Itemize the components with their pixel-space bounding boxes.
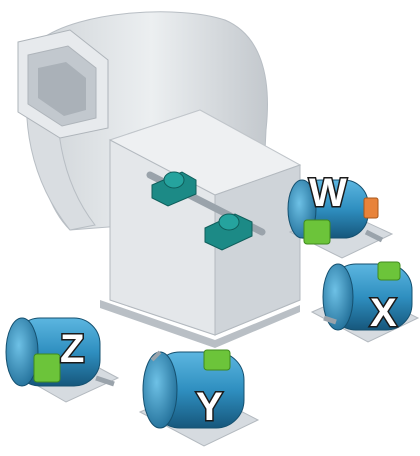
fan-pedestal bbox=[100, 109, 302, 348]
motor-x-terminal-box bbox=[377, 261, 401, 281]
motor-w-accent bbox=[363, 197, 379, 219]
fan-shaft-assembly bbox=[146, 171, 266, 251]
motor-w: W bbox=[287, 170, 394, 259]
motor-y: Y bbox=[138, 349, 260, 447]
bearing-block-upper bbox=[151, 171, 197, 207]
centrifugal-fan bbox=[17, 11, 302, 348]
motor-y-terminal-box bbox=[203, 349, 231, 371]
motor-w-shaft bbox=[364, 229, 384, 243]
motor-y-end-cap bbox=[142, 351, 178, 429]
motor-x-label: X bbox=[370, 291, 397, 335]
motor-z-terminal-box bbox=[33, 353, 61, 383]
motor-x-shaft bbox=[323, 315, 337, 325]
motor-y-shaft bbox=[150, 350, 162, 362]
motor-w-label: W bbox=[309, 171, 347, 215]
motor-w-terminal-box bbox=[303, 219, 331, 245]
motor-z: Z bbox=[5, 317, 120, 403]
motor-x-end-cap bbox=[322, 263, 354, 331]
bearing-block-lower bbox=[204, 213, 253, 251]
motor-y-label: Y bbox=[196, 385, 223, 429]
fan-discharge-outlet bbox=[17, 29, 109, 139]
motor-x: X bbox=[310, 261, 420, 343]
motor-z-shaft bbox=[95, 375, 115, 387]
motor-z-label: Z bbox=[60, 327, 84, 371]
motor-z-end-cap bbox=[5, 317, 39, 387]
